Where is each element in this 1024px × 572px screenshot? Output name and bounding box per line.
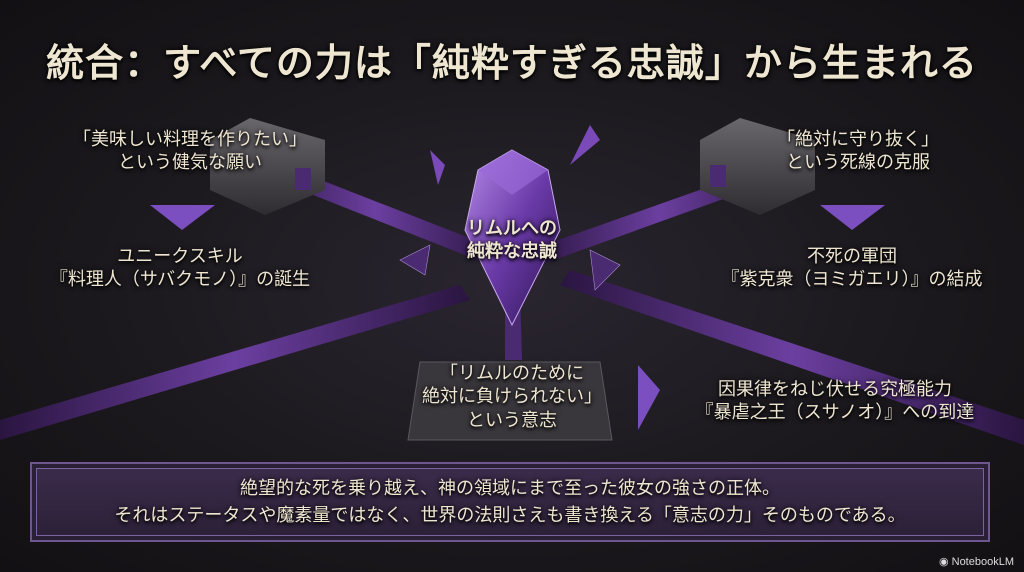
notebooklm-badge: ◉ NotebookLM <box>939 555 1014 568</box>
summary-line2: それはステータスや魔素量ではなく、世界の法則さえも書き換える「意志の力」そのもの… <box>114 505 906 526</box>
badge-label: NotebookLM <box>951 556 1014 568</box>
beam-lower-left <box>0 285 470 440</box>
summary-box: 絶望的な死を乗り越え、神の領域にまで至った彼女の強さの正体。 それはステータスや… <box>30 462 990 542</box>
bottom-result-line2: 『暴虐之王（スサノオ）』への到達 <box>695 402 975 424</box>
stone-block-left <box>210 118 325 215</box>
right-cause: 「絶対に守り抜く」 という死線の克服 <box>708 128 1008 175</box>
left-cause-line2: という健気な願い <box>118 152 262 174</box>
arrow-down-left-icon <box>150 205 215 230</box>
bottom-cause: 「リムルのために 絶対に負けられない」 という意志 <box>400 362 624 432</box>
right-result-line2: 『紫克衆（ヨミガエリ）』の結成 <box>721 269 983 291</box>
left-result-line1: ユニークスキル <box>117 246 243 267</box>
right-result-line1: 不死の軍団 <box>807 246 897 267</box>
bottom-result-line1: 因果律をねじ伏せる究極能力 <box>718 379 952 400</box>
center-label: リムルへの 純粋な忠誠 <box>412 217 612 264</box>
arrow-down-right-icon <box>820 205 885 230</box>
bottom-result: 因果律をねじ伏せる究極能力 『暴虐之王（スサノオ）』への到達 <box>680 378 990 425</box>
notebooklm-logo-icon: ◉ <box>938 556 952 568</box>
arrow-right-icon <box>638 365 660 430</box>
left-result-line2: 『料理人（サバクモノ）』の誕生 <box>49 269 311 291</box>
center-line2: 純粋な忠誠 <box>467 241 557 263</box>
left-cause-line1: 「美味しい料理を作りたい」 <box>73 129 307 150</box>
right-cause-line2: という死線の克服 <box>786 152 930 174</box>
right-cause-line1: 「絶対に守り抜く」 <box>777 129 939 150</box>
right-result: 不死の軍団 『紫克衆（ヨミガエリ）』の結成 <box>702 245 1002 292</box>
bottom-cause-line2: 絶対に負けられない」 <box>422 386 602 408</box>
crystal-icon <box>399 125 621 327</box>
center-line1: リムルへの <box>467 218 557 239</box>
bottom-cause-line1: 「リムルのために <box>440 363 584 384</box>
stone-block-right <box>700 118 815 215</box>
beam-lower-right <box>560 270 1024 445</box>
summary-line1: 絶望的な死を乗り越え、神の領域にまで至った彼女の強さの正体。 <box>240 478 780 499</box>
left-result: ユニークスキル 『料理人（サバクモノ）』の誕生 <box>30 245 330 292</box>
bottom-cause-line3: という意志 <box>467 409 557 431</box>
stone-block-bottom <box>407 361 613 441</box>
slide-title: 統合：すべての力は「純粋すぎる忠誠」から生まれる <box>46 40 978 85</box>
left-cause: 「美味しい料理を作りたい」 という健気な願い <box>40 128 340 175</box>
